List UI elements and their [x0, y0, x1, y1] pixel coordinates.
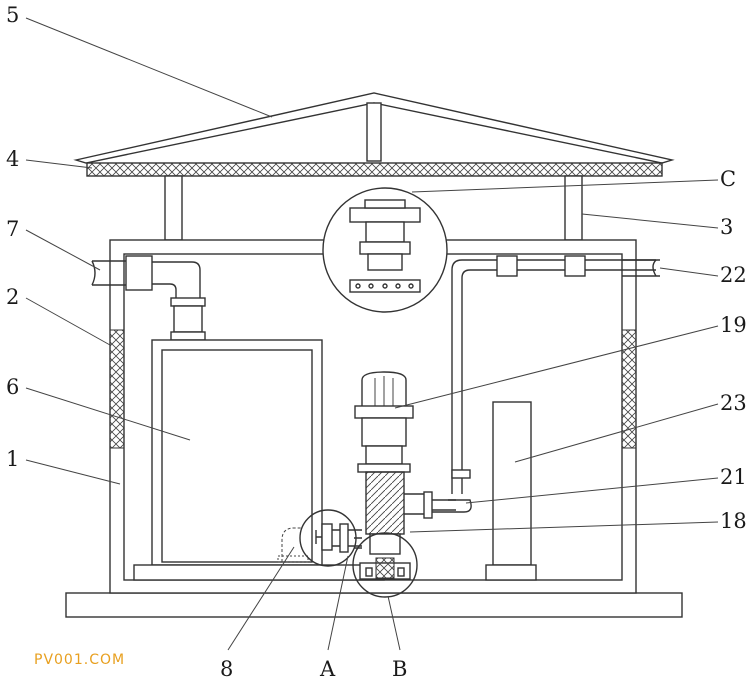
- label-1: 1: [6, 447, 19, 471]
- label-22: 22: [720, 263, 747, 287]
- detail-circle-c: [322, 187, 448, 313]
- float-sensor: [277, 527, 309, 563]
- label-5: 5: [6, 3, 19, 27]
- label-18: 18: [720, 509, 747, 533]
- left-support-column: [164, 175, 183, 241]
- roof: [73, 92, 675, 177]
- leader-lines: [25, 17, 719, 651]
- outlet-pipe: [432, 255, 660, 513]
- watermark: PV001.COM: [34, 652, 125, 668]
- label-23: 23: [720, 391, 747, 415]
- detail-circle-b: [352, 532, 418, 598]
- callout-labels: 5 4 7 2 6 1 8 A B C 3 22 19 23 21 18: [6, 3, 747, 681]
- label-c: C: [720, 167, 736, 191]
- label-6: 6: [6, 375, 19, 399]
- label-19: 19: [720, 313, 747, 337]
- base-plate: [65, 592, 683, 618]
- insulation-layer: [86, 162, 663, 177]
- label-8: 8: [220, 657, 233, 681]
- label-4: 4: [6, 147, 19, 171]
- inlet-pipe: [91, 255, 206, 341]
- label-a: A: [319, 657, 336, 681]
- label-3: 3: [720, 215, 733, 239]
- left-vent: [109, 329, 125, 449]
- label-21: 21: [720, 465, 747, 489]
- pump-body: [365, 471, 405, 535]
- right-vent: [621, 329, 637, 449]
- pressure-tank-column: [485, 401, 537, 581]
- label-7: 7: [6, 217, 19, 241]
- roof-king-post: [366, 102, 382, 162]
- water-tank: [133, 339, 385, 581]
- label-2: 2: [6, 285, 19, 309]
- label-b: B: [392, 657, 407, 681]
- pump-assembly: [354, 371, 456, 555]
